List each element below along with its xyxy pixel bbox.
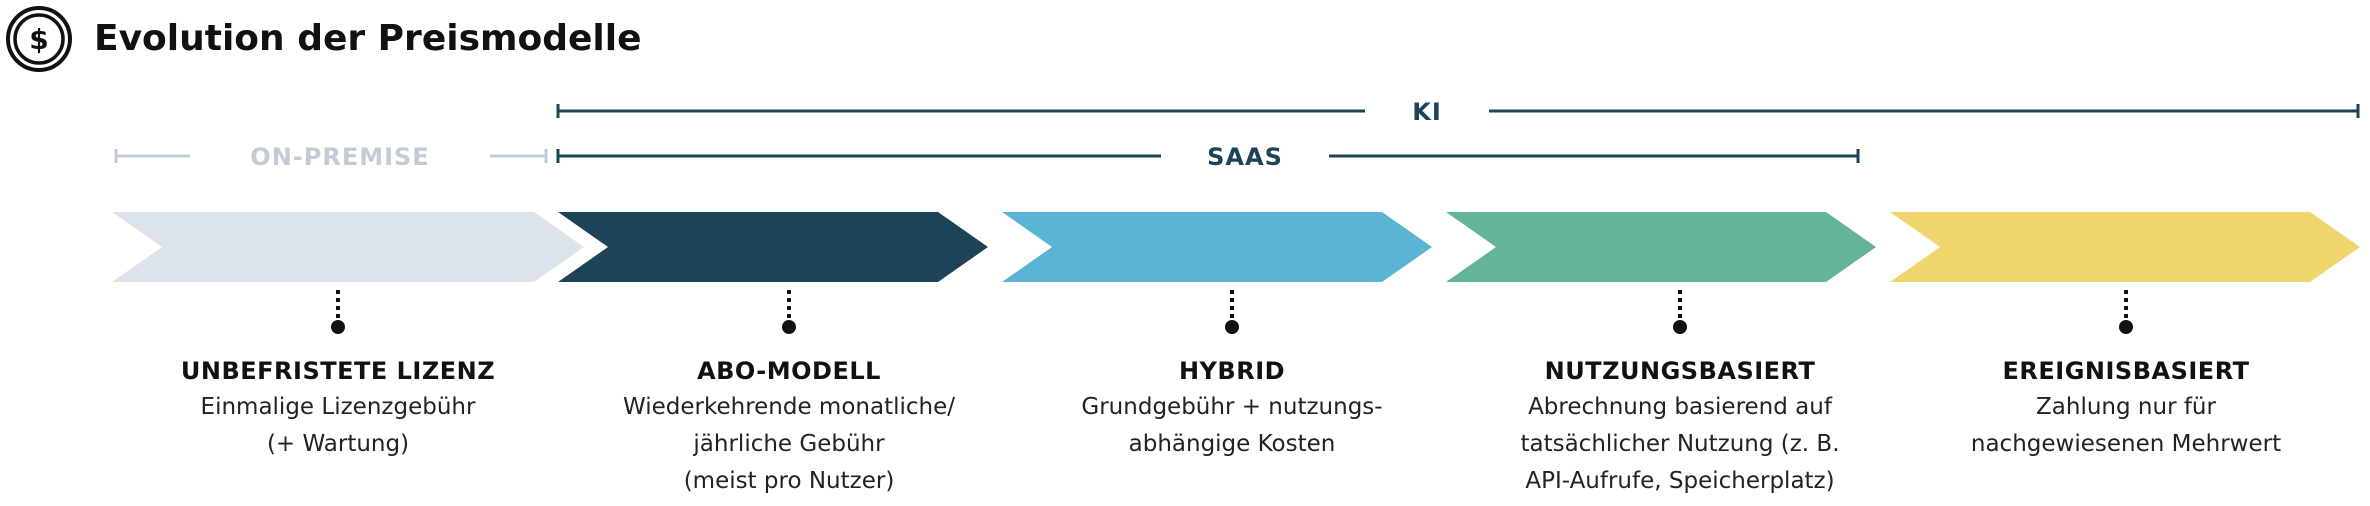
svg-text:$: $ [29,23,48,56]
stage-title: ABO-MODELL [697,357,881,385]
stage-title: NUTZUNGSBASIERT [1544,357,1816,385]
stage-title: EREIGNISBASIERT [2002,357,2250,385]
chevrons-layer [112,212,2360,282]
stage-title: UNBEFRISTETE LIZENZ [180,357,496,385]
connector-dot-abo [782,320,796,334]
bracket-label-on-premise: ON-PREMISE [250,143,429,171]
chevron-on_premise [112,212,584,282]
dollar-coin-icon: $ [6,6,72,72]
stage-description-line: abhängige Kosten [1128,431,1336,457]
stage-card-ereignis: EREIGNISBASIERT Zahlung nur für nachgewies… [1906,353,2346,463]
connector-dot-hybrid [1225,320,1239,334]
chevron-abo [558,212,988,282]
connector-dot-on_premise [331,320,345,334]
connectors-layer [331,290,2133,334]
bracket-label-ki: KI [1412,98,1442,126]
stage-description-line: Einmalige Lizenzgebühr [200,394,476,420]
connector-dot-nutzung [1673,320,1687,334]
chevron-ereignis [1890,212,2360,282]
page-title: Evolution der Preismodelle [94,18,642,59]
chevron-hybrid [1002,212,1432,282]
stage-card-abo: ABO-MODELL Wiederkehrende monatliche/jähr… [569,353,1009,500]
stage-description-line: nachgewiesenen Mehrwert [1970,431,2282,457]
stage-card-nutzung: NUTZUNGSBASIERT Abrechnung basierend auf t… [1460,353,1900,500]
stage-description-line: Wiederkehrende monatliche/ [622,394,956,420]
stage-description-line: jährliche Gebühr [693,431,885,457]
brackets-layer: KI ON-PREMISE SAAS [114,98,2360,171]
bracket-label-saas: SAAS [1207,143,1283,171]
stage-title: HYBRID [1178,357,1286,385]
stage-description-line: Abrechnung basierend auf [1528,394,1832,420]
stage-description-line: tatsächlicher Nutzung (z. B. [1520,431,1840,457]
stage-card-on_premise: UNBEFRISTETE LIZENZ Einmalige Lizenzgebüh… [118,353,558,463]
stage-description-line: Grundgebühr + nutzungs- [1081,394,1383,420]
stage-description-line: (+ Wartung) [266,431,410,457]
connector-dot-ereignis [2119,320,2133,334]
stage-description-line: API-Aufrufe, Speicherplatz) [1525,468,1835,494]
stage-description-line: Zahlung nur für [2036,394,2216,420]
stage-card-hybrid: HYBRID Grundgebühr + nutzungs-abhängige K… [1012,353,1452,463]
stage-description-line: (meist pro Nutzer) [683,468,895,494]
chevron-nutzung [1446,212,1876,282]
